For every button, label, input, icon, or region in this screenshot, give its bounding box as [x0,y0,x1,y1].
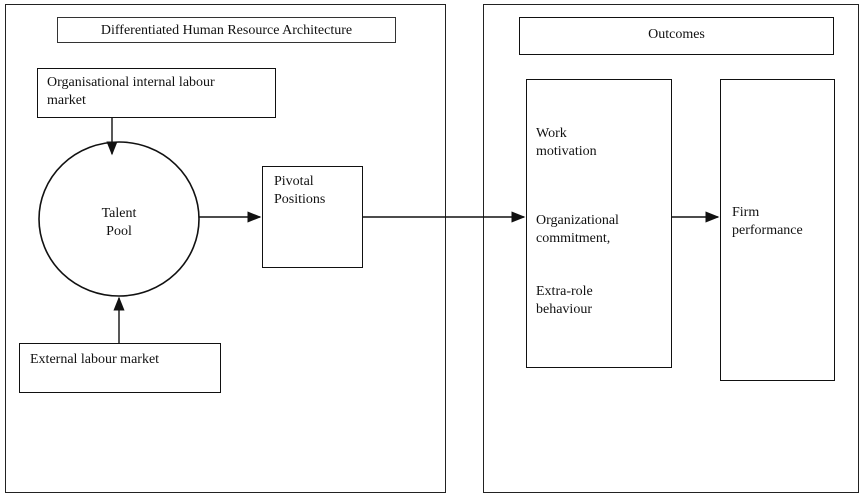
talent-pool-label: Talent Pool [101,206,137,239]
outcome-item-organizational-commitment: Organizational commitment, [536,213,619,246]
external-labour-market-box: External labour market [19,343,221,393]
left-panel [5,4,446,493]
outcome-item-extra-role-behaviour: Extra-role behaviour [536,284,593,317]
right-panel [483,4,859,493]
outcomes-title: Outcomes [519,17,834,55]
talent-pool-circle [38,141,200,297]
internal-labour-market-box: Organisational internal labour market [37,68,276,118]
firm-performance-box: Firm performance [720,79,835,381]
outcomes-list-box [526,79,672,368]
left-panel-title: Differentiated Human Resource Architectu… [57,17,396,43]
outcome-item-work-motivation: Work motivation [536,126,597,159]
pivotal-positions-box: Pivotal Positions [262,166,363,268]
